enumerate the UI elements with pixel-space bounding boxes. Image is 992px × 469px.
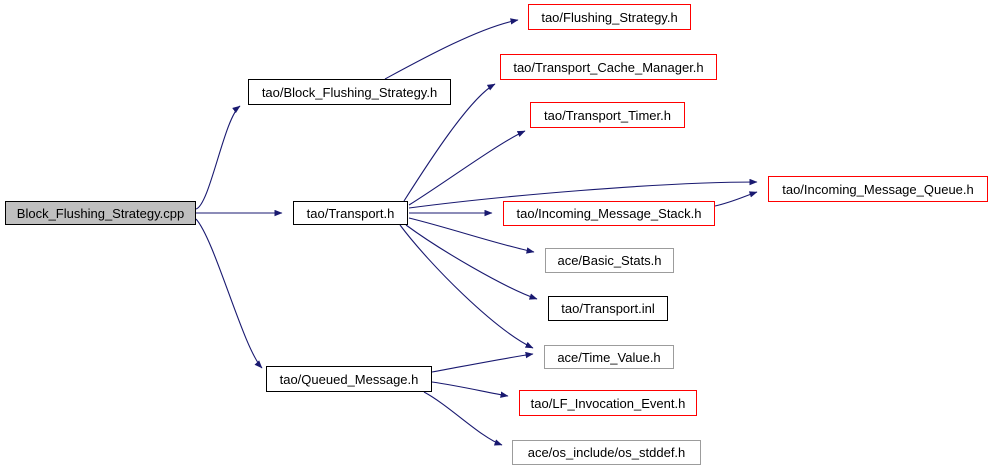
graph-node-lf_event[interactable]: tao/LF_Invocation_Event.h <box>519 390 697 416</box>
edge-queued-to-os_stddef <box>423 391 503 446</box>
graph-node-in_queue[interactable]: tao/Incoming_Message_Queue.h <box>768 176 988 202</box>
edge-transport-to-cache_mgr <box>403 83 496 202</box>
graph-node-label: tao/Transport_Timer.h <box>544 107 671 123</box>
edge-transport-to-basic_st <box>408 217 535 254</box>
graph-node-transport[interactable]: tao/Transport.h <box>293 201 408 225</box>
graph-node-label: tao/LF_Invocation_Event.h <box>530 395 686 411</box>
graph-node-label: tao/Incoming_Message_Queue.h <box>782 181 974 197</box>
edge-transport-to-time_val <box>399 224 534 349</box>
edge-queued-to-lf_event <box>431 381 509 398</box>
graph-node-label: ace/Basic_Stats.h <box>557 253 662 268</box>
graph-node-time_val[interactable]: ace/Time_Value.h <box>544 345 674 369</box>
edge-transport-to-in_queue <box>408 178 758 209</box>
graph-node-os_stddef[interactable]: ace/os_include/os_stddef.h <box>512 440 701 465</box>
graph-node-label: ace/os_include/os_stddef.h <box>527 445 686 460</box>
edge-bfs_h-to-flush_str <box>384 18 519 80</box>
graph-node-bfs_h[interactable]: tao/Block_Flushing_Strategy.h <box>248 79 451 105</box>
graph-node-basic_st[interactable]: ace/Basic_Stats.h <box>545 248 674 273</box>
graph-node-label: tao/Flushing_Strategy.h <box>541 9 678 25</box>
graph-node-label: tao/Transport.inl <box>561 301 655 316</box>
graph-node-label: ace/Time_Value.h <box>557 349 661 365</box>
edge-queued-to-time_val <box>431 351 534 373</box>
edge-transport-to-tr_timer <box>408 130 526 206</box>
edge-root-to-queued <box>195 218 263 369</box>
graph-node-label: Block_Flushing_Strategy.cpp <box>16 205 185 221</box>
graph-node-queued[interactable]: tao/Queued_Message.h <box>266 366 432 392</box>
graph-node-in_stack[interactable]: tao/Incoming_Message_Stack.h <box>503 201 715 226</box>
graph-node-label: tao/Transport.h <box>306 205 395 221</box>
graph-node-label: tao/Block_Flushing_Strategy.h <box>261 84 438 100</box>
edge-transport-to-tr_inl <box>405 224 538 300</box>
graph-node-tr_inl[interactable]: tao/Transport.inl <box>548 296 668 321</box>
graph-node-cache_mgr[interactable]: tao/Transport_Cache_Manager.h <box>500 54 717 80</box>
graph-node-root[interactable]: Block_Flushing_Strategy.cpp <box>5 201 196 225</box>
graph-node-label: tao/Queued_Message.h <box>279 371 419 387</box>
graph-node-label: tao/Incoming_Message_Stack.h <box>516 206 702 221</box>
graph-node-tr_timer[interactable]: tao/Transport_Timer.h <box>530 102 685 128</box>
graph-node-label: tao/Transport_Cache_Manager.h <box>513 59 704 75</box>
graph-node-flush_str[interactable]: tao/Flushing_Strategy.h <box>528 4 691 30</box>
edge-in_stack-to-in_queue <box>714 191 758 207</box>
edge-root-to-bfs_h <box>195 105 241 210</box>
